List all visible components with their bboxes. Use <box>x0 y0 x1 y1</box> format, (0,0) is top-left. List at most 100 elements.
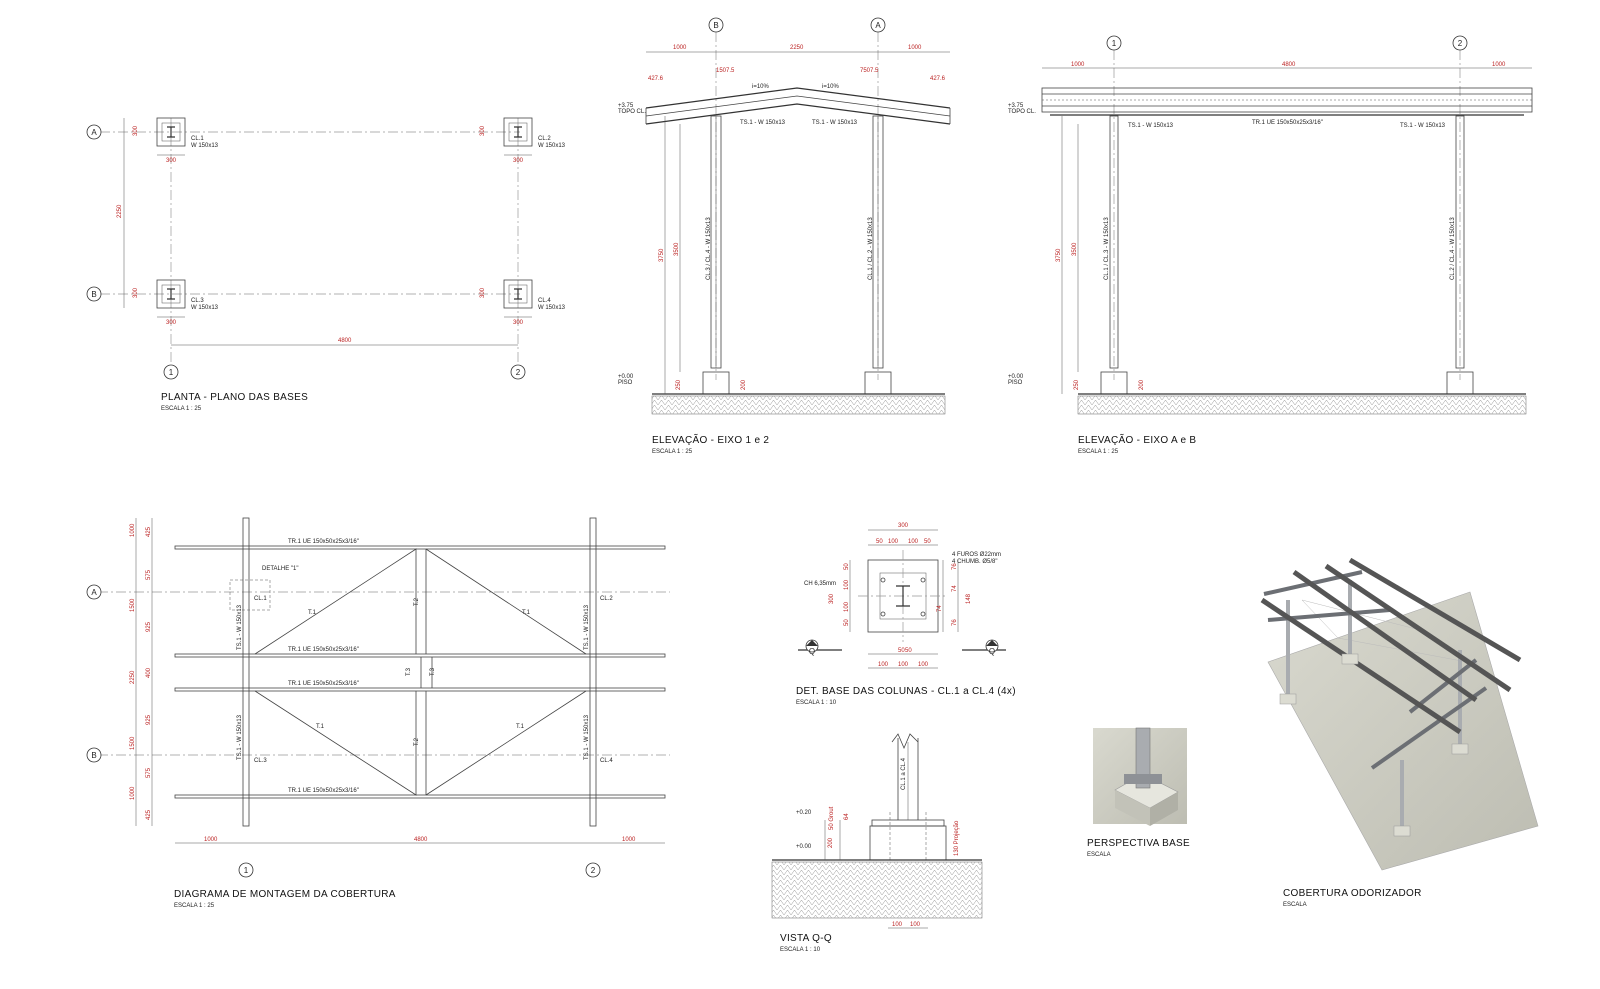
dim-left: 400 <box>146 667 152 678</box>
view-scale: ESCALA <box>1283 902 1307 908</box>
axis-bubble-a: A <box>86 124 102 140</box>
dim-left: 925 <box>146 621 152 632</box>
column-label-cl2: CL.2 <box>538 136 551 142</box>
dim-bottom: 1000 <box>204 837 218 843</box>
view-title: ELEVAÇÃO - EIXO A e B <box>1078 433 1196 446</box>
column-left <box>1109 115 1119 369</box>
purlin-render <box>1260 597 1462 735</box>
dim-left: 425 <box>146 809 152 820</box>
column-label: CL.1 / CL.2 - W 150x13 <box>868 217 874 280</box>
dim-bottom: 50 <box>905 648 912 654</box>
dim-height: 3750 <box>659 248 665 262</box>
rafter-label: TS.1 - W 150x13 <box>584 714 590 760</box>
svg-text:1: 1 <box>1112 39 1117 48</box>
column-label: CL.1 a CL.4 <box>901 757 907 790</box>
view-scale: ESCALA 1 : 25 <box>652 449 693 455</box>
column-stub <box>897 738 919 820</box>
dim-top: 100 <box>888 539 899 545</box>
dim-bottom: 50 <box>898 648 905 654</box>
dim-bottom: 100 <box>892 922 903 928</box>
dim-rafter: 427.6 <box>930 76 946 82</box>
rafter-1 <box>242 517 250 827</box>
strut-label: T.3 <box>430 667 436 676</box>
section-marker-left: Q <box>798 639 842 656</box>
section-marker-right: Q <box>962 639 1006 656</box>
axis-bubble-2: 2 <box>585 862 601 878</box>
dim-plate: 300 <box>480 287 486 298</box>
tie-label: T.2 <box>414 737 420 746</box>
dim-top: 1000 <box>908 45 922 51</box>
dim-right: 74 <box>952 585 958 592</box>
purlin-label: TR.1 UE 150x50x25x3/16" <box>1252 120 1323 126</box>
strut-label: T.3 <box>406 667 412 676</box>
rafter-label: TS.1 - W 150x13 <box>237 604 243 650</box>
column-label: CL.1 / CL.3 - W 150x13 <box>1104 217 1110 280</box>
rafter-2 <box>589 517 597 827</box>
view-perspectiva-base: PERSPECTIVA BASE ESCALA <box>1087 727 1190 858</box>
purlin-label: TR.1 UE 150x50x25x3/16" <box>288 681 359 687</box>
dim-top: 50 <box>924 539 931 545</box>
dim-left: 64 <box>844 813 850 820</box>
dim-left: 925 <box>146 714 152 725</box>
dim-left: 1500 <box>130 598 136 612</box>
dim-bottom: 100 <box>910 922 921 928</box>
dim-bottom: 4800 <box>414 837 428 843</box>
axis-bubble-b: B <box>86 747 102 763</box>
dim-right: 76 <box>952 563 958 570</box>
view-vista-q-q: CL.1 a CL.4 +0.20 +0.00 200 64 50 Grout … <box>771 733 983 953</box>
anchors-label: 4 CHUMB. Ø5/8" <box>952 559 997 565</box>
level-floor-label: PISO <box>1008 380 1023 386</box>
base-plate-section <box>871 819 945 827</box>
dim-top: 1000 <box>673 45 687 51</box>
ground-hatch <box>651 395 946 415</box>
view-elevacao-eixo-a-b: 1 2 1000 4800 1000 TR.1 UE 150x50x25x3/1… <box>1008 35 1533 455</box>
svg-text:A: A <box>875 21 881 30</box>
dim-left: 200 <box>828 837 834 848</box>
view-title: DET. BASE DAS COLUNAS - CL.1 a CL.4 (4x) <box>796 686 1016 697</box>
svg-text:B: B <box>91 290 96 299</box>
view-scale: ESCALA 1 : 25 <box>161 406 202 412</box>
view-diagrama-montagem: A B 1 2 TR.1 UE 150x50x25x3/16" TR.1 UE … <box>86 517 670 909</box>
tie-label: T.2 <box>414 597 420 606</box>
purlin <box>174 794 666 799</box>
level-floor: +0.00 <box>618 374 634 380</box>
purlin-render <box>1348 557 1522 663</box>
brace-label: T.1 <box>516 724 525 730</box>
dim-rafter: 427.6 <box>648 76 664 82</box>
dim-top: 2250 <box>790 45 804 51</box>
dim-base: 250 <box>676 379 682 390</box>
view-title: ELEVAÇÃO - EIXO 1 e 2 <box>652 433 769 446</box>
dim-plate: 300 <box>166 320 177 326</box>
level-top-label: TOPO CL. <box>1008 109 1036 115</box>
view-scale: ESCALA 1 : 25 <box>1078 449 1119 455</box>
svg-text:2: 2 <box>1458 39 1463 48</box>
column-label-cl4: CL.4 <box>538 298 551 304</box>
ground-hatch <box>1077 395 1527 415</box>
view-planta: A B 1 2 CL.1 W 150x13 CL.2 W 150x13 CL.3… <box>86 117 566 412</box>
dim-base: 200 <box>1139 379 1145 390</box>
view-scale: ESCALA <box>1087 852 1111 858</box>
slope-label: i=10% <box>822 84 840 90</box>
purlin-label: TR.1 UE 150x50x25x3/16" <box>288 647 359 653</box>
dim-right: 76 <box>952 619 958 626</box>
axis-bubble-1: 1 <box>163 364 179 380</box>
view-title: PLANTA - PLANO DAS BASES <box>161 392 308 403</box>
dim-rafter: 7507.5 <box>860 68 879 74</box>
brace-label: T.1 <box>522 610 531 616</box>
beam-label: TS.1 - W 150x13 <box>812 120 858 126</box>
dim-left: 1000 <box>130 786 136 800</box>
dim-plate: 300 <box>133 125 139 136</box>
beam-label: TS.1 - W 150x13 <box>1400 123 1446 129</box>
view-scale: ESCALA 1 : 10 <box>780 947 821 953</box>
dim-plate: 300 <box>166 158 177 164</box>
level-top-label: TOPO CL. <box>618 109 646 115</box>
svg-text:2: 2 <box>591 866 596 875</box>
dim-left: 575 <box>146 569 152 580</box>
dim-left: 100 <box>844 579 850 590</box>
level-floor-label: PISO <box>618 380 633 386</box>
svg-text:B: B <box>713 21 718 30</box>
view-title: VISTA Q-Q <box>780 933 832 944</box>
dim-bottom: 1000 <box>622 837 636 843</box>
column-profile-cl3: W 150x13 <box>191 305 219 311</box>
plate-thickness-label: CH 6,35mm <box>804 581 836 587</box>
